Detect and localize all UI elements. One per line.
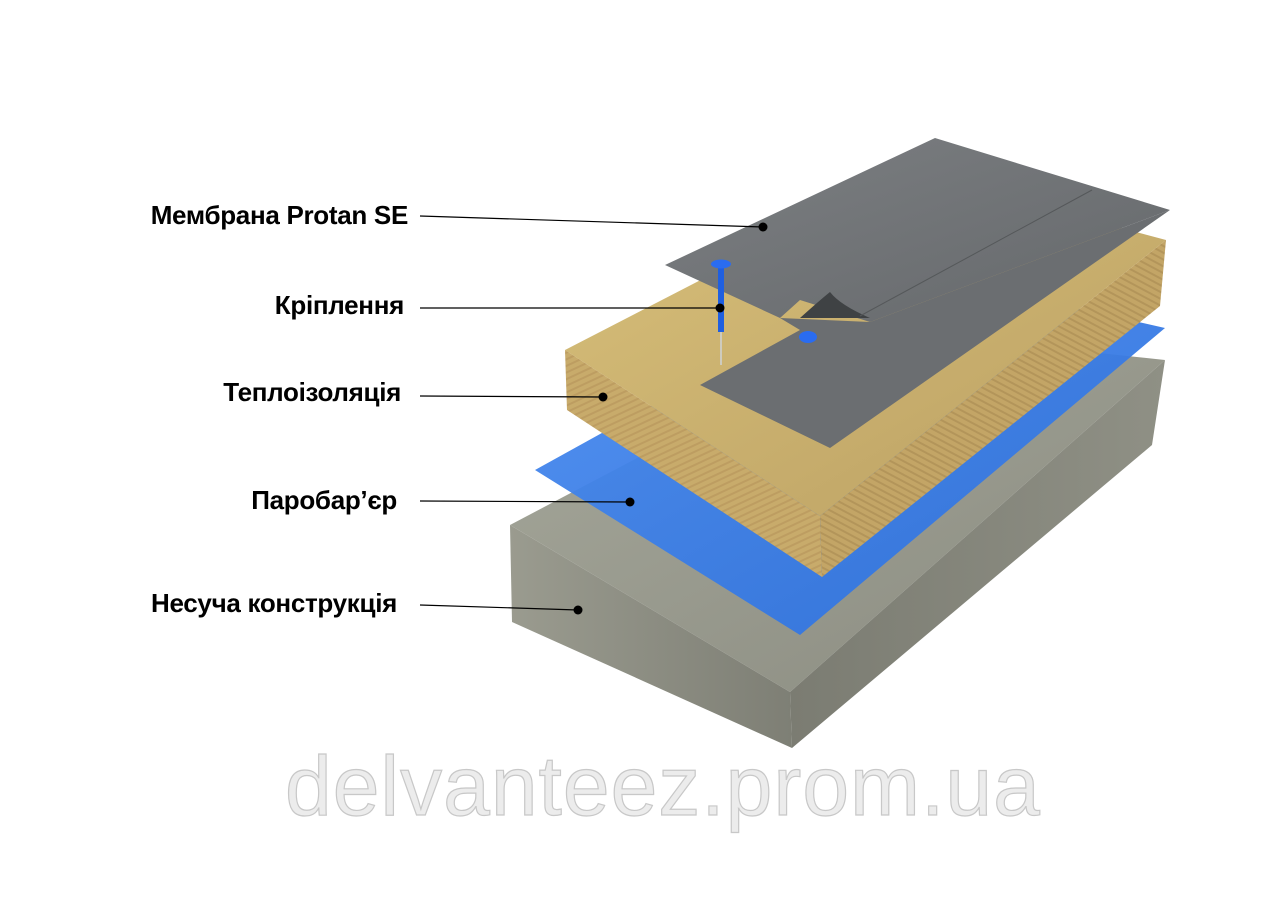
label-membrane: Мембрана Protan SE: [150, 200, 409, 230]
leader-insulation: [419, 395, 604, 398]
membrane-lower: [700, 210, 1170, 448]
label-structure: Несуча конструкція: [150, 588, 397, 618]
fastener-plate: [799, 331, 817, 343]
membrane-upper: [665, 138, 1170, 322]
watermark: delvanteez.prom.ua: [284, 738, 1041, 833]
membrane-fold: [800, 292, 870, 318]
leader-vapor-barrier: [419, 500, 631, 503]
leader-structure: [419, 604, 579, 611]
dot-membrane: [758, 222, 768, 232]
dot-insulation: [598, 392, 608, 402]
fastener-head: [711, 259, 731, 269]
label-fastener: Кріплення: [274, 290, 405, 320]
label-insulation: Теплоізоляція: [223, 377, 401, 407]
membrane-seam: [859, 189, 1093, 317]
leader-lines: [419, 215, 768, 615]
dot-structure: [573, 605, 583, 615]
leader-membrane: [419, 215, 764, 228]
insulation-front: [565, 350, 822, 577]
dot-vapor-barrier: [625, 497, 635, 507]
label-vapor-barrier: Паробар’єр: [251, 485, 397, 515]
dot-fastener: [715, 303, 725, 313]
fastener-shaft: [718, 264, 724, 332]
membrane-sheet: [665, 138, 1170, 448]
concrete-right: [790, 360, 1165, 748]
concrete-front: [510, 525, 792, 748]
fastener: [711, 259, 817, 365]
insulation-right: [820, 240, 1166, 577]
